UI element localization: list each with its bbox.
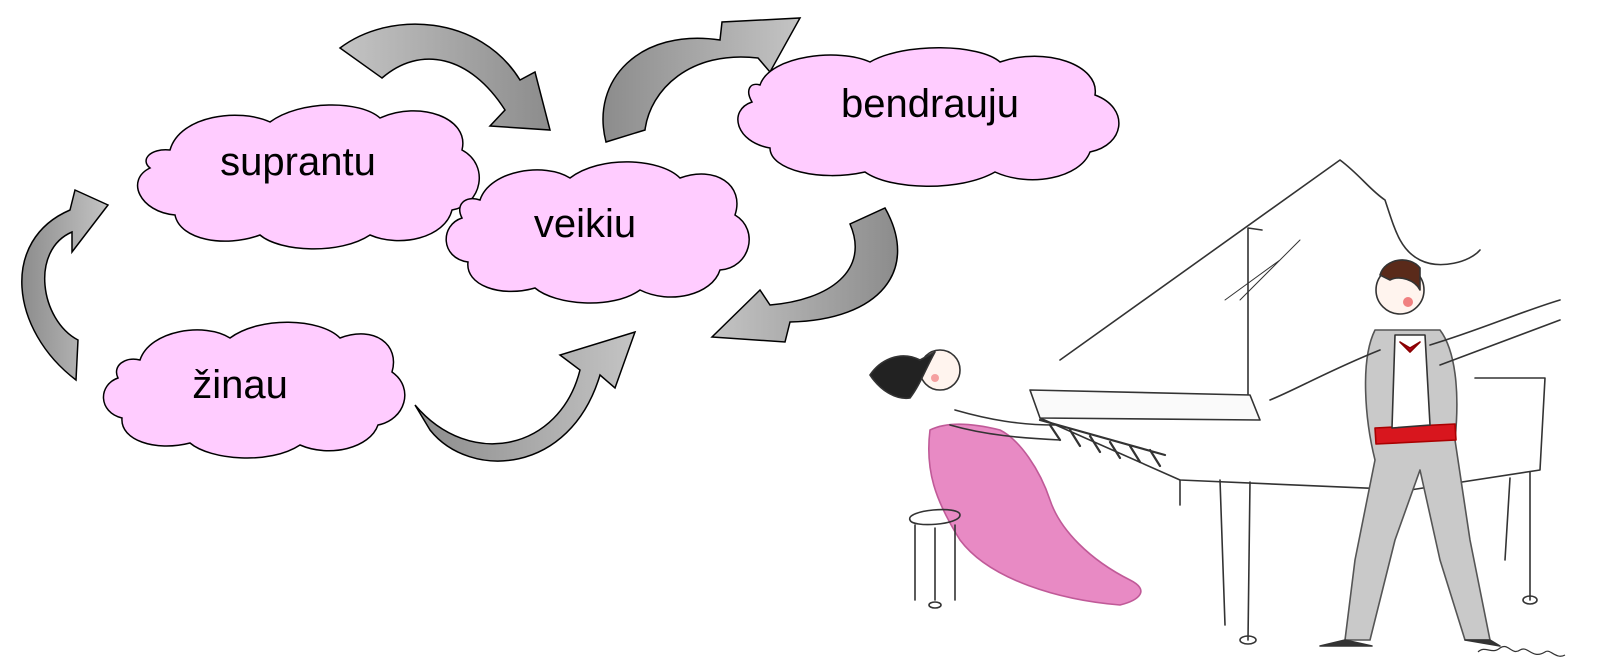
cloud-suprantu: suprantu [137, 104, 480, 250]
piano-body [1029, 389, 1261, 421]
cloud-label-suprantu: suprantu [220, 140, 376, 184]
arrow-zinau-to-veikiu [414, 330, 637, 462]
singer-suit [1344, 329, 1491, 641]
cloud-veikiu: veikiu [445, 161, 750, 304]
cloud-label-veikiu: veikiu [534, 202, 636, 246]
pianist-dress [927, 423, 1142, 606]
pianist-singer-illustration [869, 159, 1561, 647]
piano-keys [1038, 418, 1167, 468]
cloud-bendrauju: bendrauju [737, 47, 1120, 187]
singer-shirt [1391, 334, 1431, 429]
artist-signature [1477, 646, 1566, 657]
pianist-hair [869, 351, 936, 400]
arrow-bendrauju-to-veikiu [710, 207, 899, 343]
arrow-veikiu-to-bendrauju [602, 17, 802, 143]
cloud-label-zinau: žinau [192, 363, 288, 407]
piano-lid [1059, 159, 1481, 361]
cloud-zinau: žinau [102, 321, 406, 459]
cloud-label-bendrauju: bendrauju [841, 82, 1019, 126]
piano-stool [909, 508, 961, 601]
arrow-suprantu-to-veikiu [338, 23, 551, 131]
singer-sash [1374, 423, 1457, 445]
arrow-zinau-to-suprantu [21, 188, 110, 382]
